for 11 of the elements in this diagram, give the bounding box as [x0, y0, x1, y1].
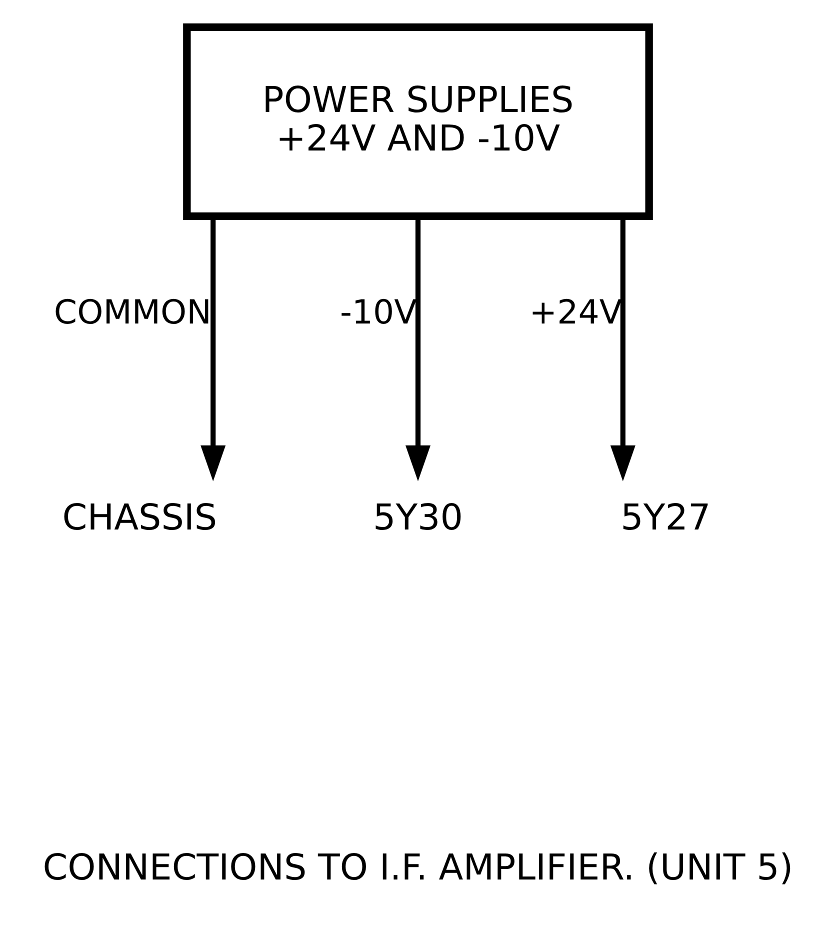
edge-label: +24V [529, 292, 622, 332]
arrow [610, 217, 636, 482]
edge-label: -10V [340, 292, 417, 332]
node-box: POWER SUPPLIES +24V AND -10V [183, 23, 653, 220]
label: CONNECTIONS TO I.F. AMPLIFIER. (UNIT 5) [42, 847, 794, 888]
arrow [405, 217, 431, 482]
node-text: 5Y27 [620, 497, 711, 538]
node-text: CHASSIS [62, 497, 218, 538]
edge-label: COMMON [54, 292, 212, 332]
node-text: 5Y30 [372, 497, 464, 538]
arrow [200, 217, 226, 482]
